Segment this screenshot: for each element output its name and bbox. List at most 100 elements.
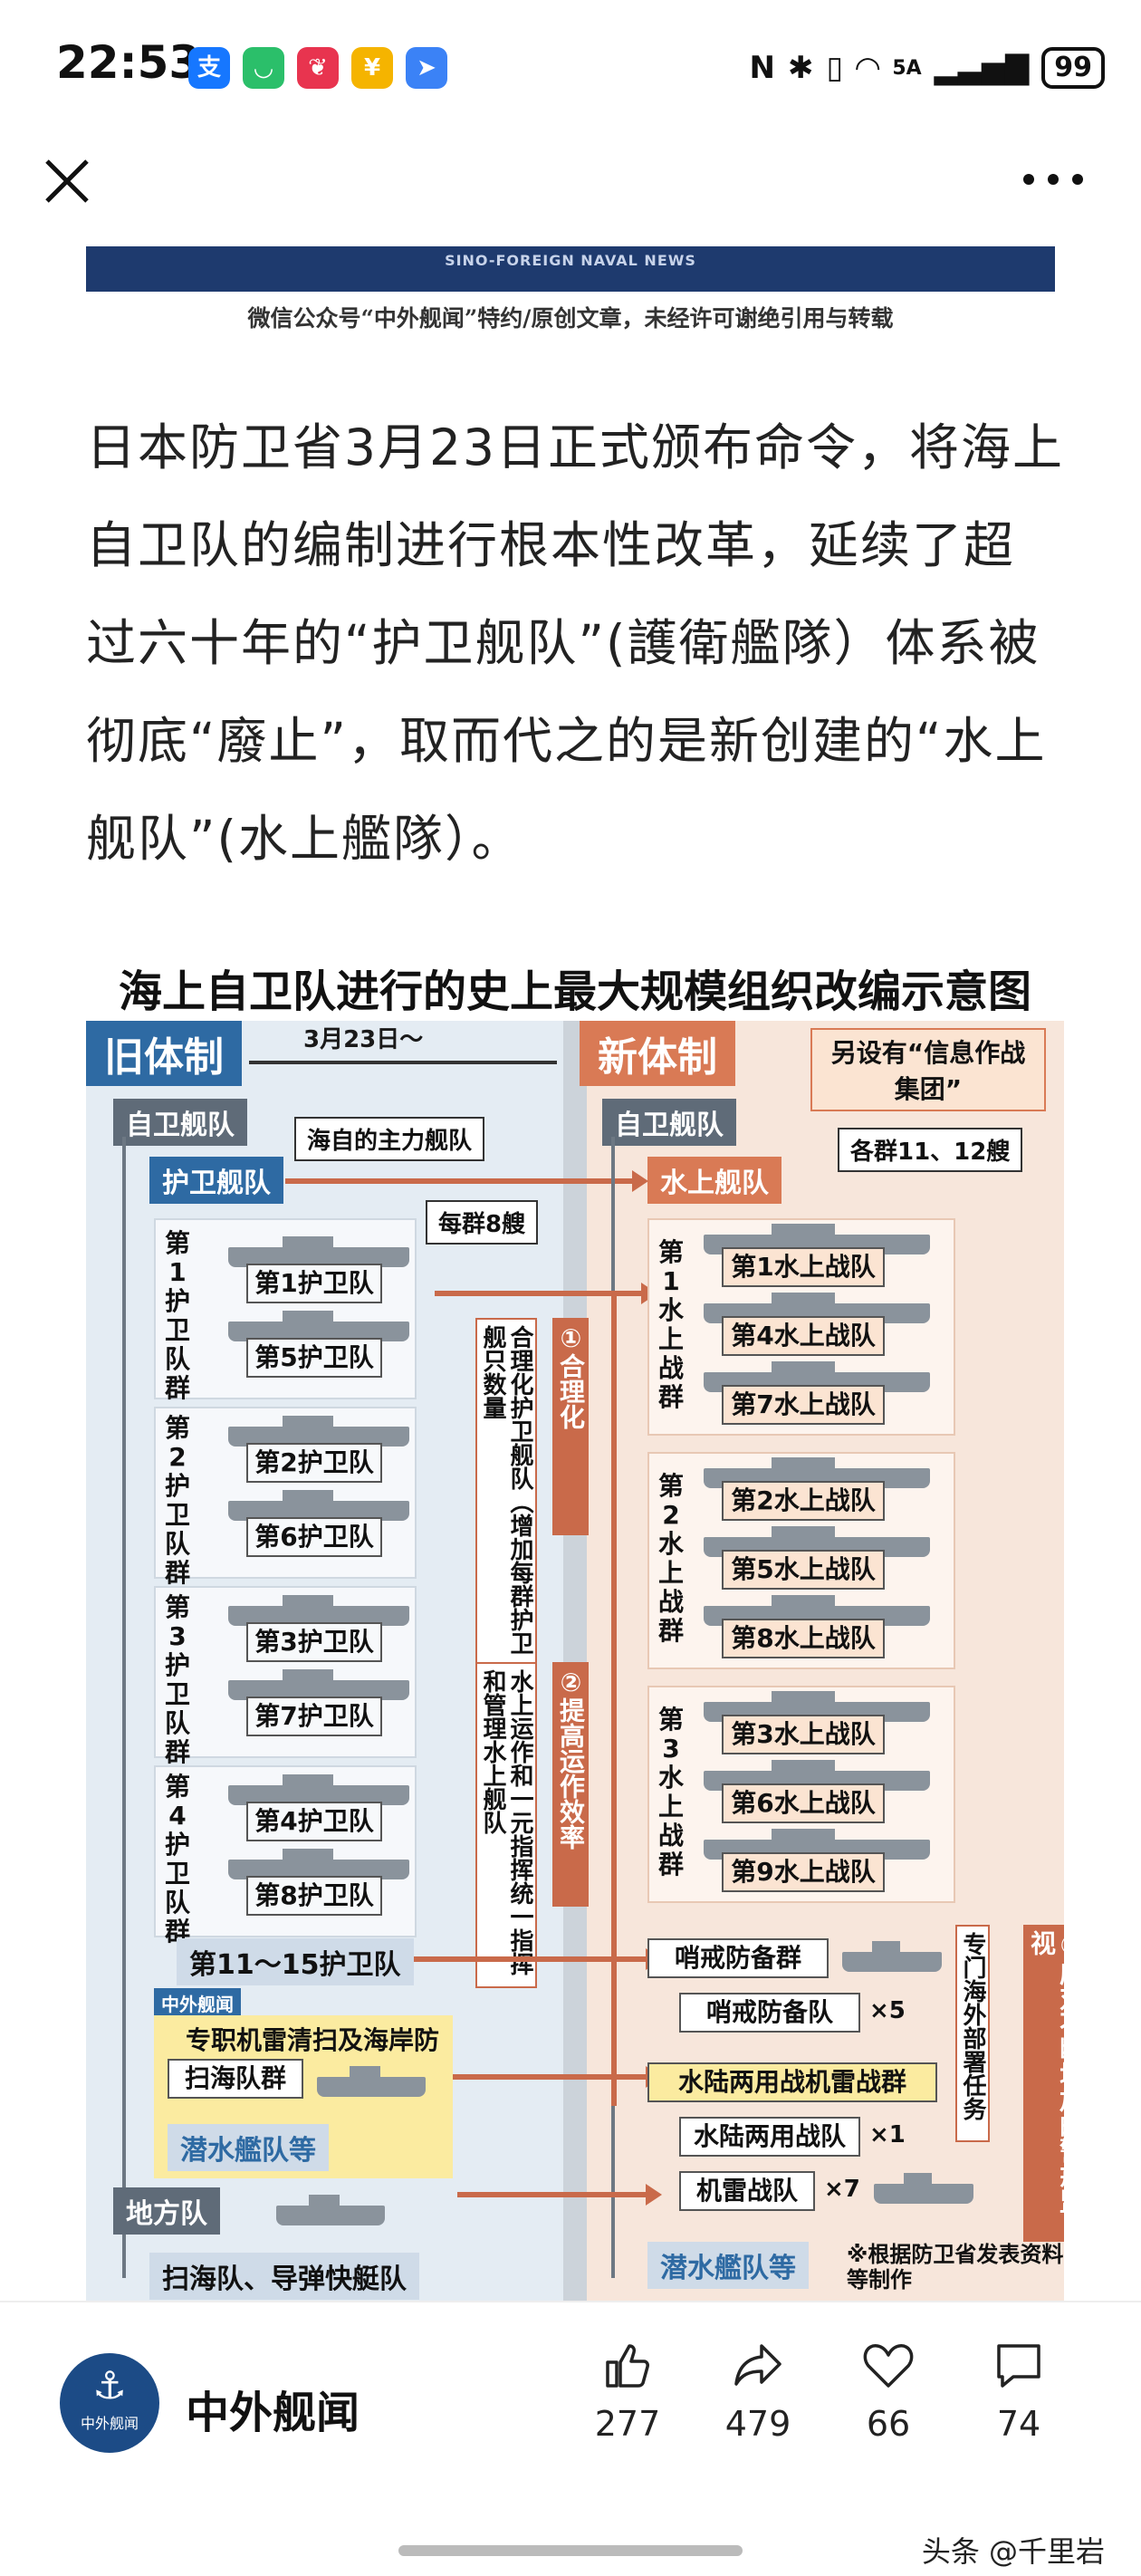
ship-icon (228, 1490, 409, 1521)
reason-2-head: ②提高运作效率 (552, 1662, 589, 1907)
new-system-label: 新体制 (580, 1021, 735, 1086)
minesweep-group: 扫海队群 (168, 2059, 303, 2099)
old-group: 第4护卫队群 第4护卫队 第8护卫队 (154, 1765, 417, 1946)
heart-app-icon: ❦ (297, 47, 339, 89)
favorite-button[interactable]: 66 (839, 2339, 938, 2444)
like-button[interactable]: 277 (578, 2339, 677, 2444)
reason-1-head: ①合理化 (552, 1318, 589, 1535)
self-defense-fleet-new: 自卫舰队 (602, 1099, 736, 1146)
mine-count: ×7 (824, 2176, 860, 2203)
escorts-11-15: 第11～15护卫队 (177, 1938, 414, 1985)
thumbs-up-icon (606, 2344, 649, 2388)
brand-mark: 中外舰闻 (154, 1988, 241, 2018)
home-indicator[interactable] (398, 2545, 743, 2556)
yuan-app-icon: ¥ (351, 47, 393, 89)
diagram-title: 海上自卫队进行的史上最大规模组织改编示意图 (118, 966, 1031, 1017)
warship-icon: ⚓ (92, 2363, 127, 2408)
share-arrow-icon (734, 2344, 781, 2386)
old-unit: 第5护卫队 (246, 1338, 382, 1378)
new-unit: 第3水上战队 (722, 1715, 885, 1754)
more-dot-icon (1072, 174, 1083, 185)
old-group: 第2护卫队群 第2护卫队 第6护卫队 (154, 1407, 417, 1588)
article-footer: ⚓ 中外舰闻 中外舰闻 277 479 66 74 头条 @千里岩 (0, 2301, 1141, 2576)
ship-icon (228, 1236, 409, 1267)
send-app-icon: ➤ (406, 47, 447, 89)
bluetooth-icon: ✱ (787, 50, 814, 86)
new-group-name: 第1水上战群 (657, 1237, 684, 1412)
patrol-group: 哨戒防备群 (647, 1938, 829, 1978)
old-unit: 第2护卫队 (246, 1443, 382, 1483)
watermark: 头条 @千里岩 (921, 2534, 1105, 2569)
share-count: 479 (724, 2404, 791, 2444)
new-unit: 第6水上战队 (722, 1783, 885, 1823)
date-arrow (249, 1061, 557, 1064)
copyright-notice: 微信公众号“中外舰闻”特约/原创文章，未经许可谢绝引用与转载 (247, 305, 894, 332)
old-group-name: 第2护卫队群 (164, 1413, 190, 1588)
old-unit: 第3护卫队 (246, 1622, 382, 1662)
account-avatar[interactable]: ⚓ 中外舰闻 (60, 2353, 159, 2453)
ship-icon (228, 1595, 409, 1626)
ship-icon (842, 1941, 942, 1972)
old-group: 第3护卫队群 第3护卫队 第7护卫队 (154, 1586, 417, 1767)
like-count: 277 (594, 2404, 661, 2444)
old-unit: 第1护卫队 (246, 1264, 382, 1303)
comment-button[interactable]: 74 (969, 2339, 1069, 2444)
favorite-count: 66 (866, 2404, 911, 2444)
per-group-old-note: 每群8艘 (426, 1200, 539, 1245)
close-icon (45, 159, 89, 203)
status-bar: 22:53 支 ◡ ❦ ¥ ➤ N ✱ ▯ ◠ 5A ▂▃▅▇ 99 (0, 0, 1141, 136)
reason-3-text: 专门海外部署任务 (955, 1925, 990, 2142)
vibrate-icon: ▯ (826, 50, 844, 86)
new-unit: 第9水上战队 (722, 1852, 885, 1892)
signal-icon: ▂▃▅▇ (934, 50, 1030, 86)
old-unit: 第6护卫队 (246, 1517, 382, 1557)
more-dot-icon (1023, 174, 1034, 185)
new-unit: 第5水上战队 (722, 1550, 885, 1590)
shield-app-icon: ◡ (243, 47, 284, 89)
heart-icon (863, 2344, 914, 2388)
new-group: 第3水上战群 第3水上战队 第6水上战队 第9水上战队 (647, 1686, 955, 1903)
change-date: 3月23日～ (303, 1026, 424, 1053)
self-defense-fleet-old: 自卫舰队 (113, 1099, 247, 1146)
more-options-button[interactable] (1023, 161, 1083, 197)
ship-icon (228, 1849, 409, 1879)
old-unit: 第7护卫队 (246, 1697, 382, 1736)
new-group-name: 第2水上战群 (657, 1471, 684, 1646)
old-unit: 第8护卫队 (246, 1876, 382, 1916)
old-group: 第1护卫队群 第1护卫队 第5护卫队 (154, 1218, 417, 1403)
avatar-text: 中外舰闻 (80, 2415, 139, 2432)
article-paragraph: 日本防卫省3月23日正式颁布命令，将海上自卫队的编制进行根本性改革，延续了超过六… (86, 418, 1064, 868)
account-name[interactable]: 中外舰闻 (186, 2388, 360, 2438)
clock: 22:53 (56, 36, 201, 89)
share-button[interactable]: 479 (708, 2339, 808, 2444)
new-unit: 第8水上战队 (722, 1619, 885, 1658)
amphib-group: 水陆两用战机雷战群 (647, 2062, 937, 2102)
reason-1-text: 合理化护卫舰队（增加每群护卫舰只数量 (475, 1318, 537, 1680)
new-unit: 第7水上战队 (722, 1385, 885, 1425)
new-unit: 第4水上战队 (722, 1316, 885, 1356)
new-unit: 第2水上战队 (722, 1481, 885, 1521)
ship-icon (874, 2173, 973, 2204)
patrol-unit: 哨戒防备队 (679, 1993, 860, 2033)
regional-force: 地方队 (113, 2187, 220, 2235)
new-group: 第2水上战群 第2水上战队 第5水上战队 第8水上战队 (647, 1452, 955, 1669)
reason-3-head: ③应对不断增加的警戒监视 (1023, 1925, 1064, 2242)
regional-units: 扫海队、导弹快艇队 (149, 2253, 419, 2300)
battery-indicator: 99 (1041, 47, 1105, 89)
main-fleet-note: 海自的主力舰队 (294, 1117, 485, 1161)
ship-icon (228, 1311, 409, 1341)
ship-icon (276, 2195, 385, 2225)
submarine-fleet-new: 潜水艦队等 (647, 2242, 809, 2289)
regional-arrow (457, 2184, 662, 2206)
ship-icon (317, 2066, 426, 2097)
old-group-name: 第3护卫队群 (164, 1592, 190, 1767)
reason-2-text: 水上运作和一元指挥统一指挥和管理水上舰队 (475, 1662, 537, 1988)
alipay-icon: 支 (188, 47, 230, 89)
new-group-name: 第3水上战群 (657, 1705, 684, 1879)
wifi-icon: ◠ (856, 50, 880, 86)
more-dot-icon (1048, 174, 1059, 185)
new-unit: 第1水上战队 (722, 1247, 885, 1287)
old-trunk-line (122, 1137, 126, 2278)
close-button[interactable] (40, 154, 94, 208)
info-warfare-note: 另设有“信息作战集团” (810, 1028, 1046, 1111)
